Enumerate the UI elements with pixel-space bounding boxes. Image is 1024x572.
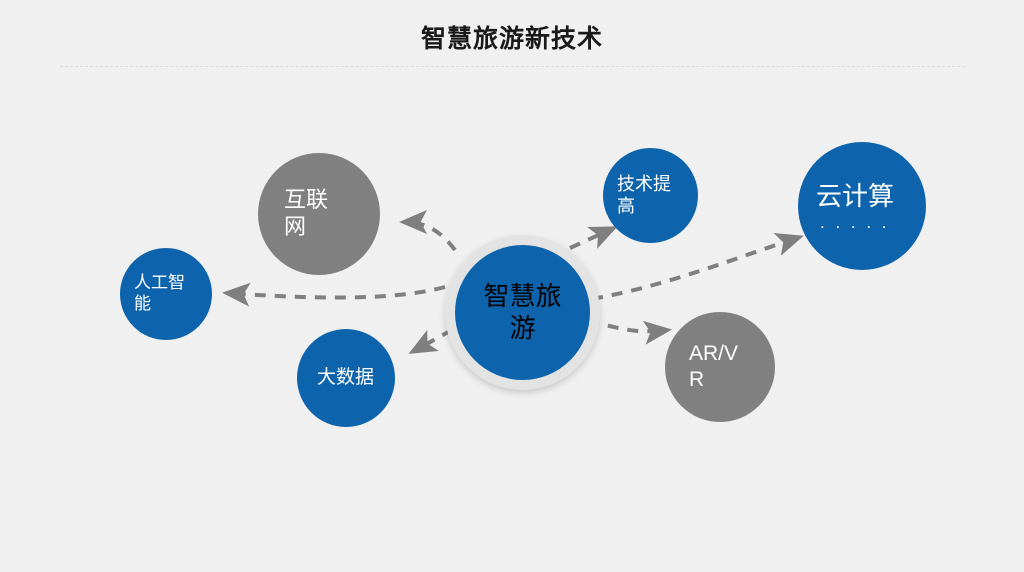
page-title: 智慧旅游新技术 [420,25,603,53]
node-internet-label: 互联网 [284,187,329,239]
node-cloud-computing-ellipsis: . . . . . [820,213,890,233]
node-technology-improvement[interactable]: 技术提高 [603,148,698,243]
node-smart-tourism-label: 智慧旅游 [483,281,562,343]
connector-center-to-bigdata [408,328,453,354]
node-technology-improvement-label: 技术提高 [617,173,671,216]
node-smart-tourism-center[interactable]: 智慧旅游 [445,235,600,390]
connector-center-to-cloud [591,232,804,301]
node-ar-vr[interactable]: AR/VR [665,312,775,422]
connector-center-to-arvr [587,320,672,345]
node-big-data-label: 大数据 [317,367,375,389]
node-cloud-computing[interactable]: 云计算 . . . . . [798,142,926,270]
connector-center-to-ai [222,282,446,307]
connector-center-to-tech [569,226,618,250]
node-big-data[interactable]: 大数据 [297,329,395,427]
node-artificial-intelligence[interactable]: 人工智能 [120,248,212,340]
connector-center-to-internet [399,210,457,252]
node-artificial-intelligence-label: 人工智能 [134,273,185,313]
node-ar-vr-label: AR/VR [689,342,739,391]
node-internet[interactable]: 互联网 [258,153,380,275]
node-cloud-computing-stack: 云计算 . . . . . [816,181,908,232]
node-cloud-computing-label: 云计算 [816,180,895,211]
diagram-canvas: 互联网 人工智能 大数据 技术提高 云计算 . . . . . AR/VR [0,80,1024,500]
title-divider [60,66,965,67]
node-smart-tourism-disc: 智慧旅游 [455,245,590,380]
